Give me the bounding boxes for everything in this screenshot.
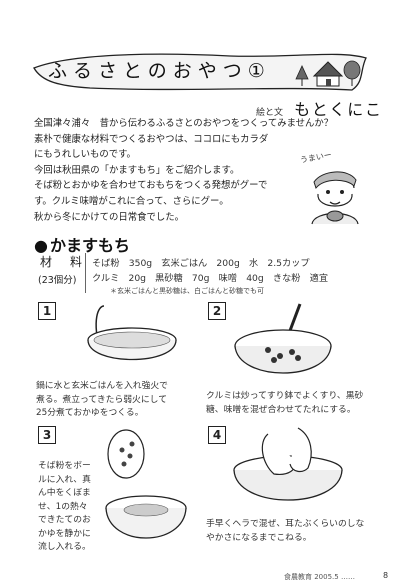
intro-line: 素朴で健康な材料でつくるおやつは、ココロにもカラダ [34,133,269,145]
step-2-number: 2 [208,302,226,320]
publication-name: 食農教育 2005.5 [284,573,339,581]
ingredient-note: ＊玄米ごはんと黒砂糖は、白ごはんと砂糖でも可 [110,287,264,295]
step-2-text: クルミは炒ってすり鉢でよくすり、黒砂 糖、味噌を混ぜ合わせてたれにする。 [206,390,363,417]
ingredient-line: そば粉 350g 玄米ごはん 200g 水 2.5カップ [92,258,310,269]
house-icon [312,61,344,87]
title-banner [33,53,367,91]
bullet-icon: ● [34,236,48,255]
intro-line: 全国津々浦々 昔から伝わるふるさとのおやつをつくってみませんか？ [34,118,334,129]
mortar-illustration [234,303,332,374]
page-number: 8 [383,571,389,580]
step-line: 煮る。煮立ってきたら弱火にして [36,394,167,405]
materials-label: 材 料 [40,255,86,269]
author-line: 絵と文 もとくにこ [256,96,383,120]
recipe-title: ●かますもち [34,232,130,256]
step-line: 鍋に水と玄米ごはんを入れ強火で [36,381,168,391]
step-line: そば粉をボー [38,461,91,471]
step-line: 流し入れる。 [38,542,91,552]
page-title: ふるさとのおやつ① [48,60,271,82]
step-line: やかさになるまでこねる。 [206,532,312,543]
intro-line: 今回は秋田県の「かますもち」をご紹介します。 [34,164,240,176]
step-line: ん中をくぼま [38,488,91,498]
step-1-text: 鍋に水と玄米ごはんを入れ強火で 煮る。煮立ってきたら弱火にして 25分煮ておかゆ… [36,380,168,421]
step-line: できたてのお [38,515,91,525]
materials-divider [85,253,86,293]
step-line: クルミは炒ってすり鉢でよくすり、黒砂 [206,391,364,401]
step-4-text: 手早くヘラで混ぜ、耳たぶくらいのしな やかさになるまでこねる。 [206,518,364,545]
footer-dots: …… [340,573,355,581]
step-line: せ、1の熱々 [38,501,88,512]
step-3-text: そば粉をボー ルに入れ、真 ん中をくぼま せ、1の熱々 できたてのお かゆを静か… [38,460,91,555]
intro-line: す。クルミ味噌がこれに合って、さらにグー。 [34,195,229,207]
step-4-number: 4 [208,426,226,444]
step-line: 糖、味噌を混ぜ合わせてたれにする。 [206,404,356,415]
pot-illustration [87,305,177,361]
step-line: かゆを静かに [38,528,91,539]
bowl-pour-illustration [105,429,187,539]
tree-icon [295,60,361,86]
child-eating-illustration [311,171,359,225]
recipe-title-text: かますもち [49,236,130,255]
author-name: もとくにこ [294,100,383,119]
intro-line: そば粉とおかゆを合わせておもちをつくる発想がグーで [34,180,268,192]
step-line: ルに入れ、真 [38,474,91,485]
step-3-number: 3 [38,426,56,444]
publication-footer: 食農教育 2005.5 …… [284,572,355,582]
servings-label: (23個分) [38,275,77,286]
step-1-number: 1 [38,302,56,320]
ingredient-line: クルミ 20g 黒砂糖 70g 味噌 40g きな粉 適宜 [92,273,329,284]
kneading-illustration [233,427,343,501]
author-label: 絵と文 [256,108,284,118]
intro-line: にもうれしいものです。 [34,149,136,161]
step-line: 25分煮ておかゆをつくる。 [36,408,144,418]
intro-line: 秋から冬にかけての日常食でした。 [34,211,185,223]
intro-text: 全国津々浦々 昔から伝わるふるさとのおやつをつくってみませんか？ 素朴で健康な材… [34,116,334,225]
step-line: 手早くヘラで混ぜ、耳たぶくらいのしな [206,519,365,529]
